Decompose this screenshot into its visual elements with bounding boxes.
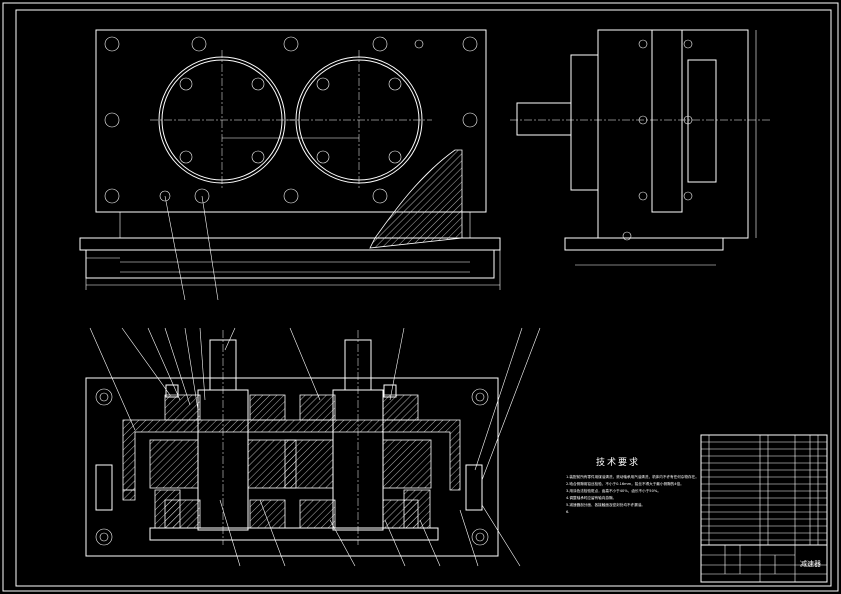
leader-lines: [89, 327, 541, 567]
tech-req-line-4: 4.调整轴承时应留有轴向游隙。: [566, 495, 616, 500]
tech-req-title: 技术要求: [596, 456, 640, 468]
title-block: 减速器: [700, 434, 828, 583]
cover-bolts: [179, 77, 402, 164]
flange-bolts: [104, 36, 478, 204]
tech-req-line-5: 5.减速器剖分面、各接触面及密封处均不许漏油。: [566, 502, 645, 507]
tech-req-line-1: 1.装配前所有零件用煤油清洗，滚动轴承用汽油清洗，机体内不许有任何杂物存在。: [566, 474, 699, 479]
section-view: [85, 327, 541, 567]
tech-req-line-3: 3.用涂色法检验斑点，齿高不小于40%，齿长不小于50%。: [566, 488, 661, 493]
tech-req-line-6: 6.: [566, 510, 569, 514]
technical-requirements: 技术要求 1.装配前所有零件用煤油清洗，滚动轴承用汽油清洗，机体内不许有任何杂物…: [566, 456, 699, 514]
drawing-name: 减速器: [800, 559, 821, 568]
tech-req-line-2: 2.啮合侧隙用铅丝检验，不小于0.16mm，铅丝不得大于最小侧隙的4倍。: [566, 481, 684, 486]
dimension-lines: [85, 195, 501, 301]
side-view: [510, 29, 770, 266]
front-view: [79, 29, 501, 301]
